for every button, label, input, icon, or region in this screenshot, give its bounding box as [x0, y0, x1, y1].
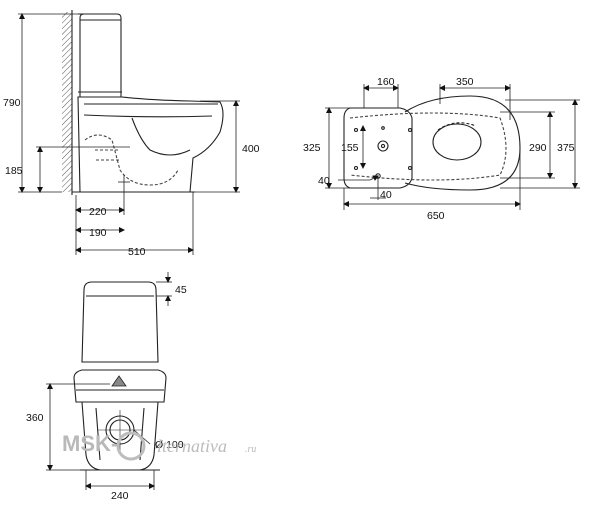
dim-seat-height: 400	[242, 143, 260, 155]
watermark-logo-icon	[116, 431, 146, 461]
dim-375: 375	[557, 142, 575, 154]
dim-190: 190	[89, 227, 107, 239]
top-tank-outline	[343, 107, 413, 189]
dim-40-a: 40	[318, 175, 330, 187]
seat-opening	[432, 123, 482, 161]
dim-diameter: Ø 100	[155, 439, 184, 451]
dim-290: 290	[529, 142, 547, 154]
bowl-outline	[77, 96, 224, 193]
dim-155: 155	[341, 142, 359, 154]
top-bowl-outline	[404, 95, 521, 191]
watermark-part3: .ru	[245, 444, 256, 455]
side-view	[62, 10, 224, 215]
dim-325: 325	[303, 142, 321, 154]
dim-width: 650	[427, 210, 445, 222]
dim-350: 350	[456, 76, 474, 88]
watermark-part1: MSK-	[62, 431, 118, 456]
warning-triangle-icon	[111, 375, 127, 387]
top-view	[343, 95, 521, 191]
dim-240: 240	[111, 490, 129, 502]
watermark-part2: lternativa	[157, 436, 227, 456]
dim-height-total: 790	[3, 97, 21, 109]
dim-220: 220	[89, 206, 107, 218]
front-tank-outline	[81, 281, 159, 363]
wall-hatch	[62, 12, 72, 192]
dim-45: 45	[175, 284, 187, 296]
cistern-outline	[78, 13, 122, 98]
top-view-dimensions	[325, 84, 580, 210]
watermark: MSK- lternativa .ru	[62, 431, 256, 461]
front-view	[73, 281, 167, 471]
dim-360: 360	[26, 412, 44, 424]
dim-40-b: 40	[380, 189, 392, 201]
dim-depth: 510	[128, 246, 146, 258]
dim-outlet-height: 185	[5, 165, 23, 177]
side-view-dimensions	[18, 13, 240, 255]
dim-160: 160	[377, 76, 395, 88]
